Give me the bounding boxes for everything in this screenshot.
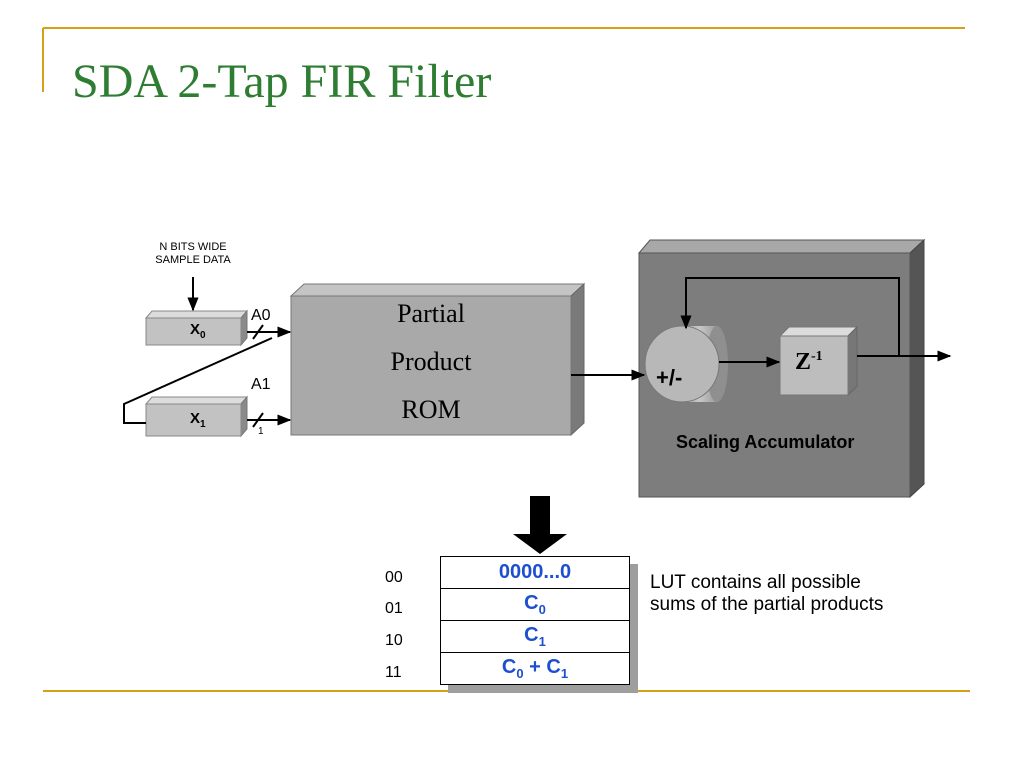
register-x0-top <box>144 310 249 319</box>
rom-label: Partial Product ROM <box>291 290 571 434</box>
register-x0 <box>144 309 249 347</box>
a0-label: A0 <box>251 307 271 324</box>
register-x1-side <box>240 395 248 438</box>
lut-address-10: 10 <box>385 632 403 649</box>
delay-top-face <box>778 326 859 337</box>
lut-address-00: 00 <box>385 569 403 586</box>
lut-cell-row0: 0000...0 <box>440 556 630 589</box>
feedback-loop <box>680 277 900 356</box>
a1-bus-slash <box>252 412 264 428</box>
slide-title: SDA 2-Tap FIR Filter <box>72 55 492 108</box>
a0-bus-slash <box>252 324 264 340</box>
lut-cell-row1: C0 <box>440 588 630 621</box>
accumulator-label: Scaling Accumulator <box>676 432 855 452</box>
rom-label-line3: ROM <box>401 395 461 424</box>
delay-label: Z-1 <box>795 349 823 375</box>
register-x1-label: X1 <box>190 410 206 430</box>
bus-width-label: 1 <box>258 426 264 437</box>
table-row: 0000...0 <box>440 556 630 589</box>
rom-to-lut-arrow <box>513 496 567 554</box>
rom-label-line2: Product <box>390 347 472 376</box>
rom-front-face <box>290 295 572 436</box>
register-x1-front <box>145 403 242 437</box>
adder-label: +/- <box>656 365 683 390</box>
lut-table: 0000...0 C0 C1 C0 + C1 <box>440 556 630 685</box>
table-row: C0 <box>440 588 630 621</box>
rom-label-line1: Partial <box>397 299 465 328</box>
register-x0-label: X0 <box>190 321 206 341</box>
register-x1 <box>144 395 249 438</box>
lut-address-11: 11 <box>385 664 402 681</box>
a1-label: A1 <box>251 376 271 393</box>
lut-note: LUT contains all possible sums of the pa… <box>650 572 884 615</box>
register-x0-front <box>145 317 242 346</box>
table-row: C1 <box>440 620 630 653</box>
delay-side-face <box>847 325 858 397</box>
lut-address-01: 01 <box>385 600 403 617</box>
shift-wire <box>123 337 273 424</box>
table-row: C0 + C1 <box>440 652 630 685</box>
accumulator-side-face <box>909 238 925 499</box>
input-label-line1: N BITS WIDE <box>159 241 227 253</box>
register-x1-top <box>144 396 249 405</box>
lut-cell-row3: C0 + C1 <box>440 652 630 685</box>
rom-side-face <box>570 282 585 437</box>
delay-block <box>778 325 859 397</box>
accumulator-top-face <box>637 239 926 254</box>
partial-product-rom-block <box>289 282 586 437</box>
adder-cylinder <box>644 325 728 403</box>
input-data-label: N BITS WIDE SAMPLE DATA <box>128 241 258 267</box>
lut-cell-row2: C1 <box>440 620 630 653</box>
input-label-line2: SAMPLE DATA <box>155 254 231 266</box>
delay-front-face <box>779 335 849 396</box>
